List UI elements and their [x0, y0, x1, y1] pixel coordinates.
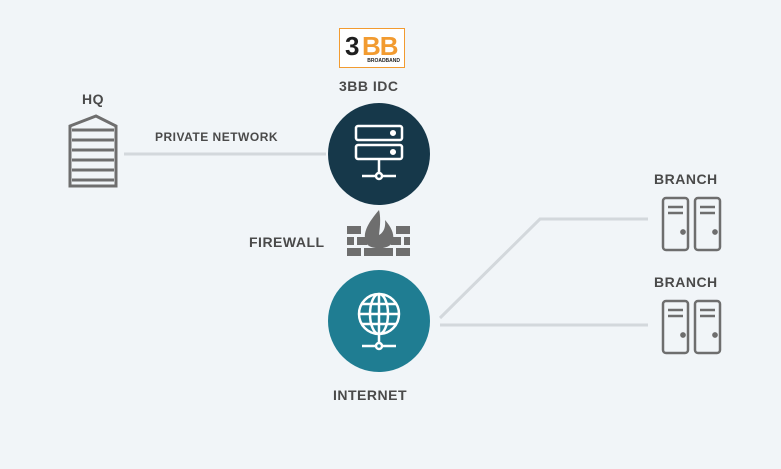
- internet-node: [328, 270, 430, 372]
- branch-1-label: BRANCH: [654, 171, 718, 187]
- private-network-label: PRIVATE NETWORK: [155, 130, 279, 144]
- firewall-brick-icon: [347, 210, 410, 256]
- hq-label: HQ: [82, 91, 104, 107]
- logo-letters: BB: [362, 31, 399, 61]
- firewall-label: FIREWALL: [249, 234, 325, 250]
- server-tower-icon: [661, 196, 722, 252]
- brand-logo: 3 BB BROADBAND: [339, 28, 405, 68]
- branch-2-label: BRANCH: [654, 274, 718, 290]
- server-tower-icon: [661, 299, 722, 355]
- idc-label: 3BB IDC: [339, 78, 399, 94]
- internet-to-branch-1-line: [438, 217, 648, 320]
- globe-network-icon: [357, 292, 401, 351]
- internet-label: INTERNET: [333, 387, 407, 403]
- office-building-icon: [68, 114, 118, 188]
- server-stack-icon: [354, 124, 404, 181]
- logo-tagline: BROADBAND: [367, 58, 400, 64]
- logo-digit: 3: [345, 31, 360, 61]
- idc-node: [328, 103, 430, 205]
